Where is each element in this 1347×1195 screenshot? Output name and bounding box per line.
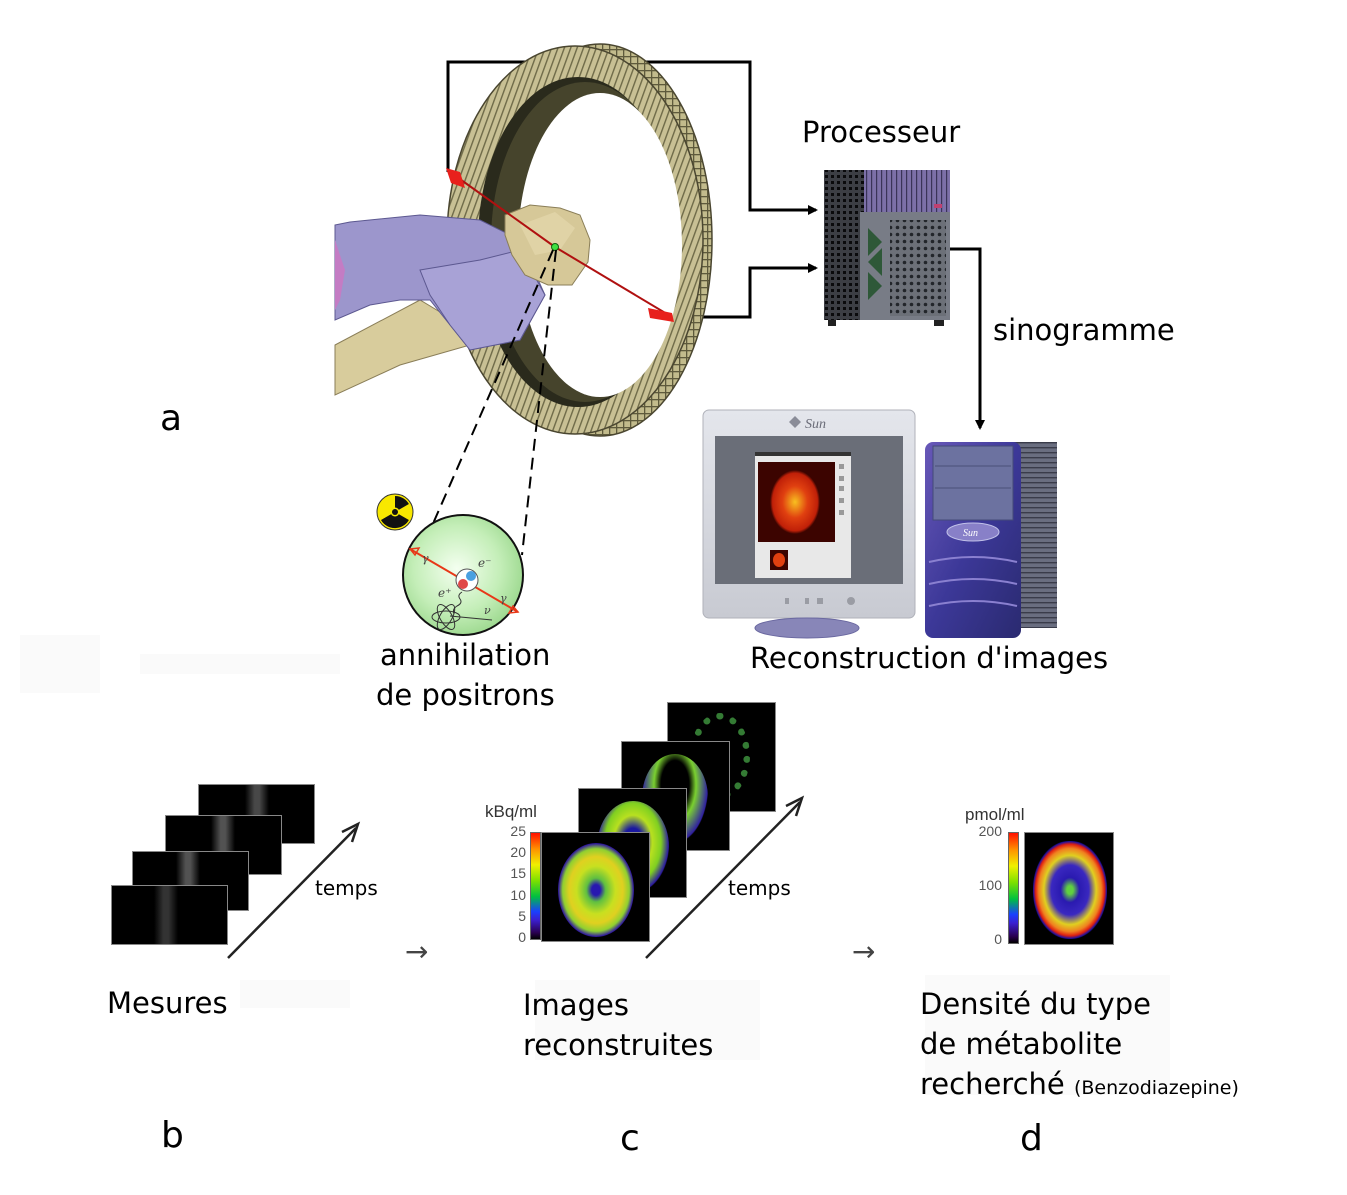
colorbar-tick-label: 15 — [510, 865, 526, 882]
colorbar-unit-kbq: kBq/ml — [485, 802, 537, 821]
density-label-line3-text: recherché — [920, 1067, 1065, 1101]
radiation-icon — [376, 493, 414, 531]
time-arrow-c — [645, 795, 805, 959]
colorbar-tick-label: 10 — [510, 886, 526, 903]
measurements-label: Mesures — [107, 986, 228, 1020]
reconstructed-frame — [541, 832, 650, 942]
workstation-brand: Sun — [963, 528, 978, 539]
density-label-line2: de métabolite — [920, 1027, 1123, 1061]
annihilation-label-line2: de positrons — [376, 678, 555, 712]
metabolite-density-image — [1024, 832, 1114, 945]
annihilation-label: annihilation — [380, 638, 551, 672]
ghost-box — [140, 654, 340, 674]
colorbar-tick-label: 200 — [978, 823, 1002, 839]
flow-arrow-c-to-d: → — [852, 935, 876, 968]
colorbar-pmol — [1008, 832, 1019, 944]
panel-letter-c: c — [620, 1118, 640, 1159]
panel-letter-a: a — [160, 398, 183, 439]
detector-to-processor-line-bottom — [672, 263, 818, 319]
measurement-frame — [111, 885, 228, 945]
ghost-box — [925, 975, 1170, 1095]
detector-to-processor-line-top — [446, 60, 818, 215]
processor-label: Processeur — [802, 115, 961, 149]
sun-monitor-icon: Sun — [695, 409, 920, 640]
reconstruction-label: Reconstruction d'images — [750, 641, 1109, 675]
gamma-symbol: γ — [422, 552, 429, 565]
ghost-box — [240, 980, 350, 1008]
electron-symbol: e⁻ — [478, 556, 491, 570]
colorbar-unit-pmol: pmol/ml — [965, 805, 1025, 824]
neutrino-symbol: ν — [484, 604, 491, 617]
processor-server-icon — [824, 168, 950, 328]
time-arrow-b — [227, 821, 361, 959]
sun-workstation-icon: Sun — [925, 432, 1060, 642]
panel-letter-d: d — [1020, 1118, 1043, 1159]
colorbar-tick-label: 0 — [518, 929, 526, 945]
reconstructed-label-line2: reconstruites — [523, 1028, 714, 1062]
positron-symbol: e⁺ — [438, 586, 451, 600]
panel-letter-b: b — [161, 1115, 184, 1156]
density-label: Densité du type — [920, 987, 1151, 1021]
benzodiazepine-note: (Benzodiazepine) — [1073, 1077, 1239, 1099]
gamma-symbol: γ — [500, 592, 507, 605]
annihilation-sphere-icon: γ γ e⁻ e⁺ ν — [402, 514, 524, 636]
colorbar-tick-label: 5 — [518, 907, 526, 924]
processor-to-workstation-line — [950, 247, 985, 430]
colorbar-tick-label: 20 — [510, 844, 526, 861]
colorbar-tick-label: 0 — [994, 931, 1002, 947]
colorbar-tick-label: 25 — [510, 823, 526, 839]
flow-arrow-b-to-c: → — [405, 935, 429, 968]
reconstructed-label: Images — [523, 988, 629, 1022]
ghost-box — [20, 635, 100, 693]
time-label-c: temps — [728, 876, 791, 900]
density-label-line3: recherché (Benzodiazepine) — [920, 1064, 1239, 1108]
colorbar-tick-label: 100 — [978, 877, 1002, 893]
sinogram-label: sinogramme — [993, 313, 1175, 347]
monitor-brand: Sun — [805, 417, 826, 432]
time-label-b: temps — [315, 876, 378, 900]
colorbar-kbq — [530, 832, 541, 940]
ghost-box — [535, 980, 760, 1060]
